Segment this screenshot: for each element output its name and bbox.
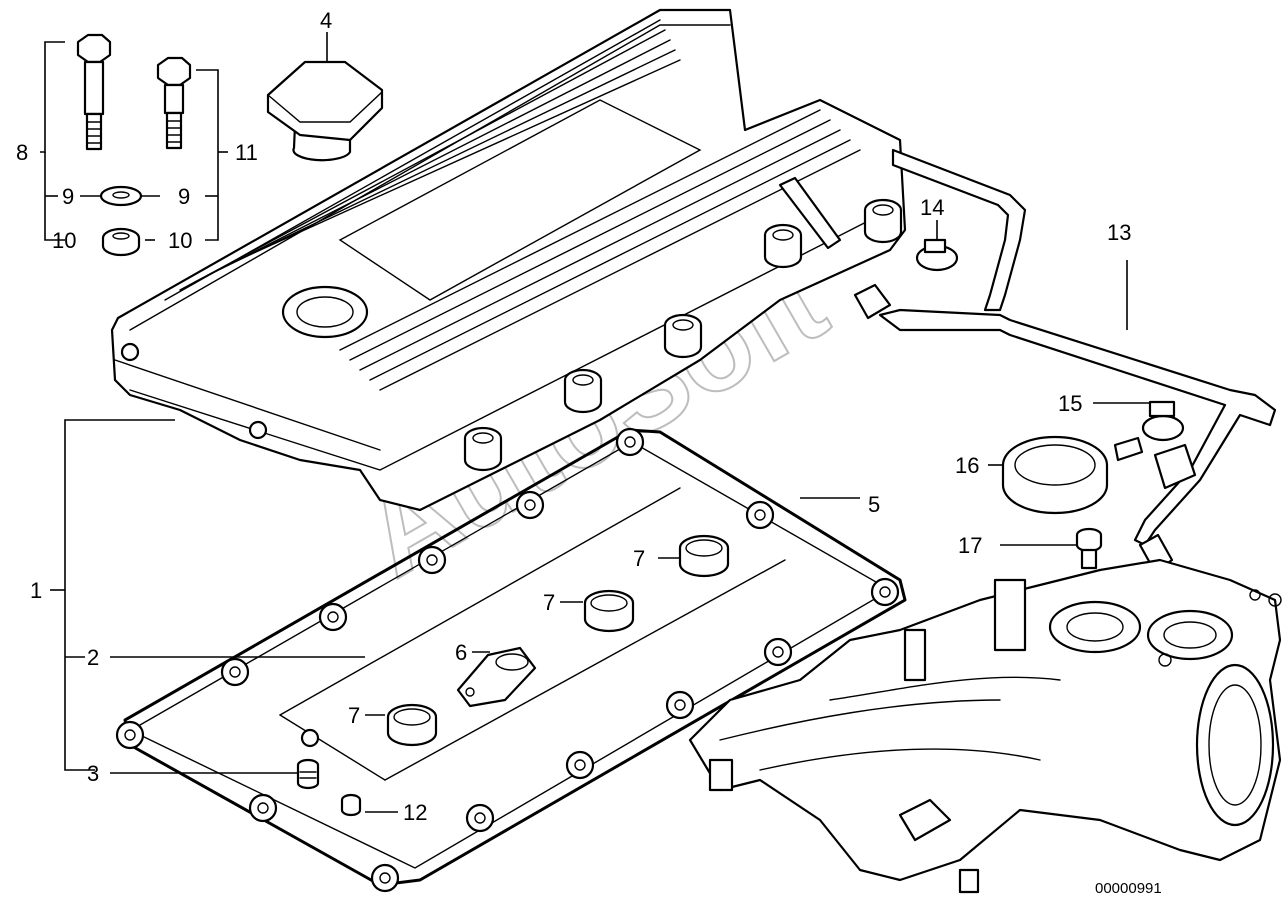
callout-13: 13 bbox=[1107, 220, 1131, 245]
callout-9a: 9 bbox=[62, 184, 74, 209]
callout-1: 1 bbox=[30, 578, 42, 603]
cover-bosses bbox=[120, 198, 903, 472]
intake-manifold bbox=[688, 558, 1282, 894]
washer-9 bbox=[99, 185, 143, 207]
callout-12: 12 bbox=[403, 800, 427, 825]
callout-5: 5 bbox=[868, 492, 880, 517]
callout-7c: 7 bbox=[348, 703, 360, 728]
hose-clamp-14 bbox=[915, 238, 959, 272]
pressure-control-valve-16 bbox=[1001, 435, 1144, 515]
leader-lines bbox=[40, 32, 1150, 813]
grommet-10 bbox=[101, 227, 141, 257]
callout-15: 15 bbox=[1058, 391, 1082, 416]
bolt-11 bbox=[156, 56, 192, 150]
callout-4: 4 bbox=[320, 8, 332, 33]
valve-cover bbox=[110, 8, 907, 512]
grommet-12 bbox=[340, 793, 362, 817]
valve-cover-gasket bbox=[115, 427, 907, 893]
callout-16: 16 bbox=[955, 453, 979, 478]
callout-3: 3 bbox=[87, 761, 99, 786]
gasket-bolt-holes bbox=[115, 427, 900, 893]
diagram-reference-number: 00000991 bbox=[1095, 880, 1162, 897]
callout-10a: 10 bbox=[52, 228, 76, 253]
gasket-plug bbox=[300, 728, 320, 748]
spark-plug-seal-2 bbox=[583, 589, 635, 633]
callout-10b: 10 bbox=[168, 228, 192, 253]
spark-plug-seal-1 bbox=[678, 534, 730, 578]
callout-2: 2 bbox=[87, 645, 99, 670]
callout-labels: 1 2 3 4 5 6 7 7 7 8 9 9 10 10 11 12 13 1… bbox=[16, 8, 1131, 825]
bolt-8 bbox=[76, 33, 112, 151]
callout-6: 6 bbox=[455, 640, 467, 665]
spark-plug-seal-3 bbox=[386, 703, 438, 747]
callout-9b: 9 bbox=[178, 184, 190, 209]
callout-7a: 7 bbox=[633, 546, 645, 571]
callout-11: 11 bbox=[235, 140, 258, 165]
oil-filler-cap bbox=[266, 60, 384, 162]
hose-clamp-15 bbox=[1141, 400, 1185, 442]
callout-17: 17 bbox=[958, 533, 982, 558]
screw-17 bbox=[1075, 527, 1103, 570]
gasket-plate bbox=[456, 646, 537, 708]
screw-3 bbox=[296, 758, 320, 790]
callout-7b: 7 bbox=[543, 590, 555, 615]
callout-8: 8 bbox=[16, 140, 28, 165]
callout-14: 14 bbox=[920, 195, 944, 220]
